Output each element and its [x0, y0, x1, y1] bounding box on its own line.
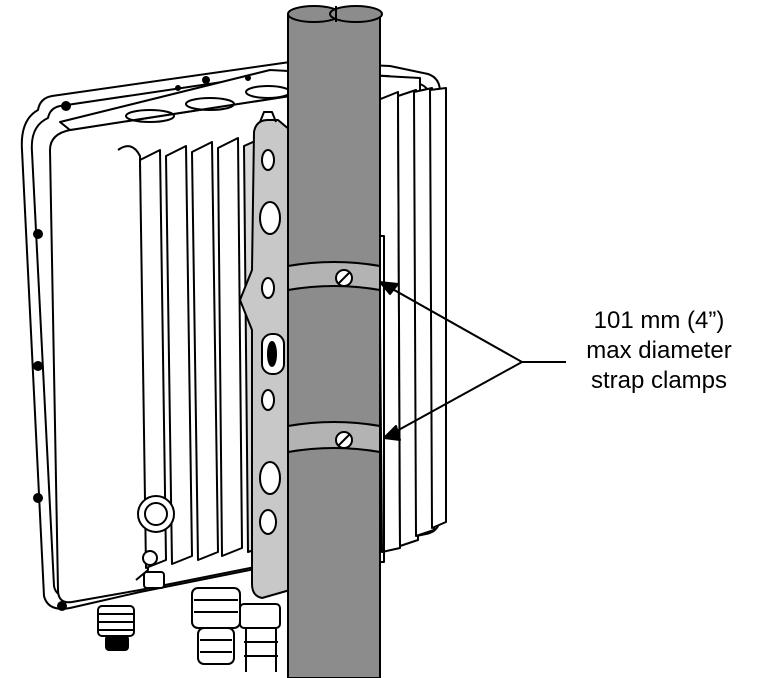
mounting-bracket: [239, 111, 291, 599]
strap-clamp-callout: 101 mm (4”) max diameter strap clamps: [560, 306, 758, 396]
callout-leaders: [379, 281, 566, 441]
strap-clamp-screw: [335, 269, 353, 449]
callout-line-2: max diameter: [586, 337, 732, 364]
callout-line-1: 101 mm (4”): [593, 307, 725, 334]
cooling-fins: [139, 87, 447, 569]
cable-gland: [97, 587, 281, 672]
callout-line-3: strap clamps: [590, 367, 728, 394]
ground-connector: [137, 495, 175, 589]
pole: [287, 5, 385, 678]
strap-clamp: [287, 261, 381, 453]
